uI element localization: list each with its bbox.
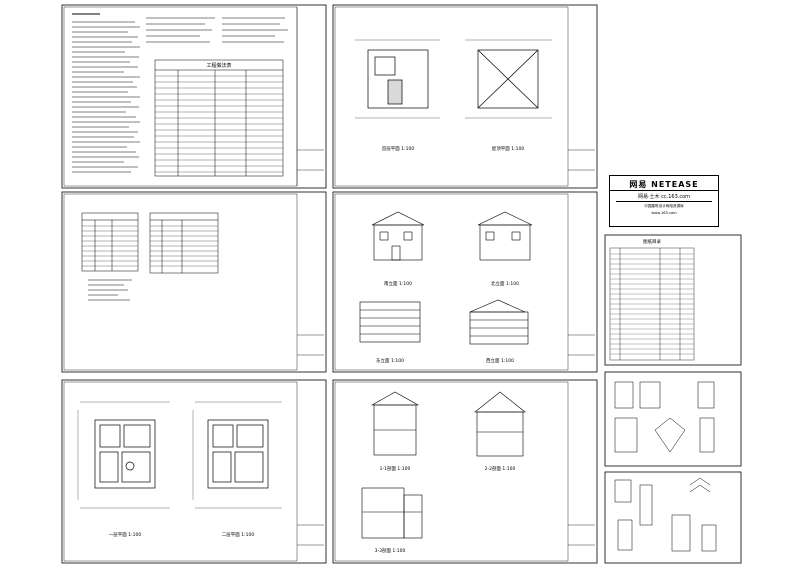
- second-floor-plan: [192, 401, 282, 509]
- logo-line-2: www.163.com: [651, 211, 677, 215]
- elev-b-label: 北立面 1:100: [491, 280, 519, 287]
- elev-a-label: 南立面 1:100: [384, 280, 412, 287]
- materials-table-title: 工程做法表: [206, 62, 231, 69]
- logo-divider: [610, 190, 718, 191]
- first-floor-plan: [77, 401, 170, 509]
- elevations: [359, 211, 533, 345]
- netease-logo-box: 网易 NETEASE 网易·土木 cc.163.com 中国建筑设计网络资源库 …: [609, 175, 719, 227]
- sect-b-label: 2-2剖面 1:100: [485, 465, 516, 472]
- index-title: 图纸目录: [643, 238, 661, 245]
- notes-text-left: [72, 13, 140, 173]
- sect-a-label: 1-1剖面 1:100: [380, 465, 411, 472]
- door-window-table: [81, 212, 219, 274]
- logo-title: 网易 NETEASE: [629, 180, 699, 189]
- logo-divider-2: [616, 201, 712, 202]
- sect-c-label: 3-3剖面 1:100: [375, 547, 406, 554]
- notes-text-right: [146, 17, 288, 43]
- elev-d-label: 西立面 1:100: [486, 357, 514, 364]
- sheet-roof-plans: [332, 4, 598, 189]
- sheet-sections: [332, 379, 598, 564]
- sheet-index: [604, 234, 742, 366]
- roof-plan: [465, 39, 552, 119]
- sheet-notes: [61, 4, 327, 189]
- plan-b-label: 二层平面 1:100: [222, 532, 255, 538]
- table-notes: [88, 279, 132, 301]
- plan-a-label: 一层平面 1:100: [109, 532, 142, 538]
- floor-b-label: 屋顶平面 1:100: [492, 146, 525, 152]
- logo-line-1: 中国建筑设计网络资源库: [644, 204, 684, 208]
- sheet-elevations: [332, 191, 598, 373]
- roof-floor-plan: [355, 39, 440, 119]
- sheet-details-a: [604, 371, 742, 467]
- sheet-plans: [61, 379, 327, 564]
- elev-c-label: 东立面 1:100: [376, 357, 404, 364]
- floor-a-label: 首层平面 1:100: [382, 145, 415, 152]
- details-a: [614, 381, 715, 453]
- details-b: [614, 477, 717, 552]
- logo-subtitle: 网易·土木 cc.163.com: [637, 194, 691, 200]
- sections: [361, 391, 526, 539]
- sheet-details-b: [604, 471, 742, 564]
- sheet-tables: [61, 191, 327, 373]
